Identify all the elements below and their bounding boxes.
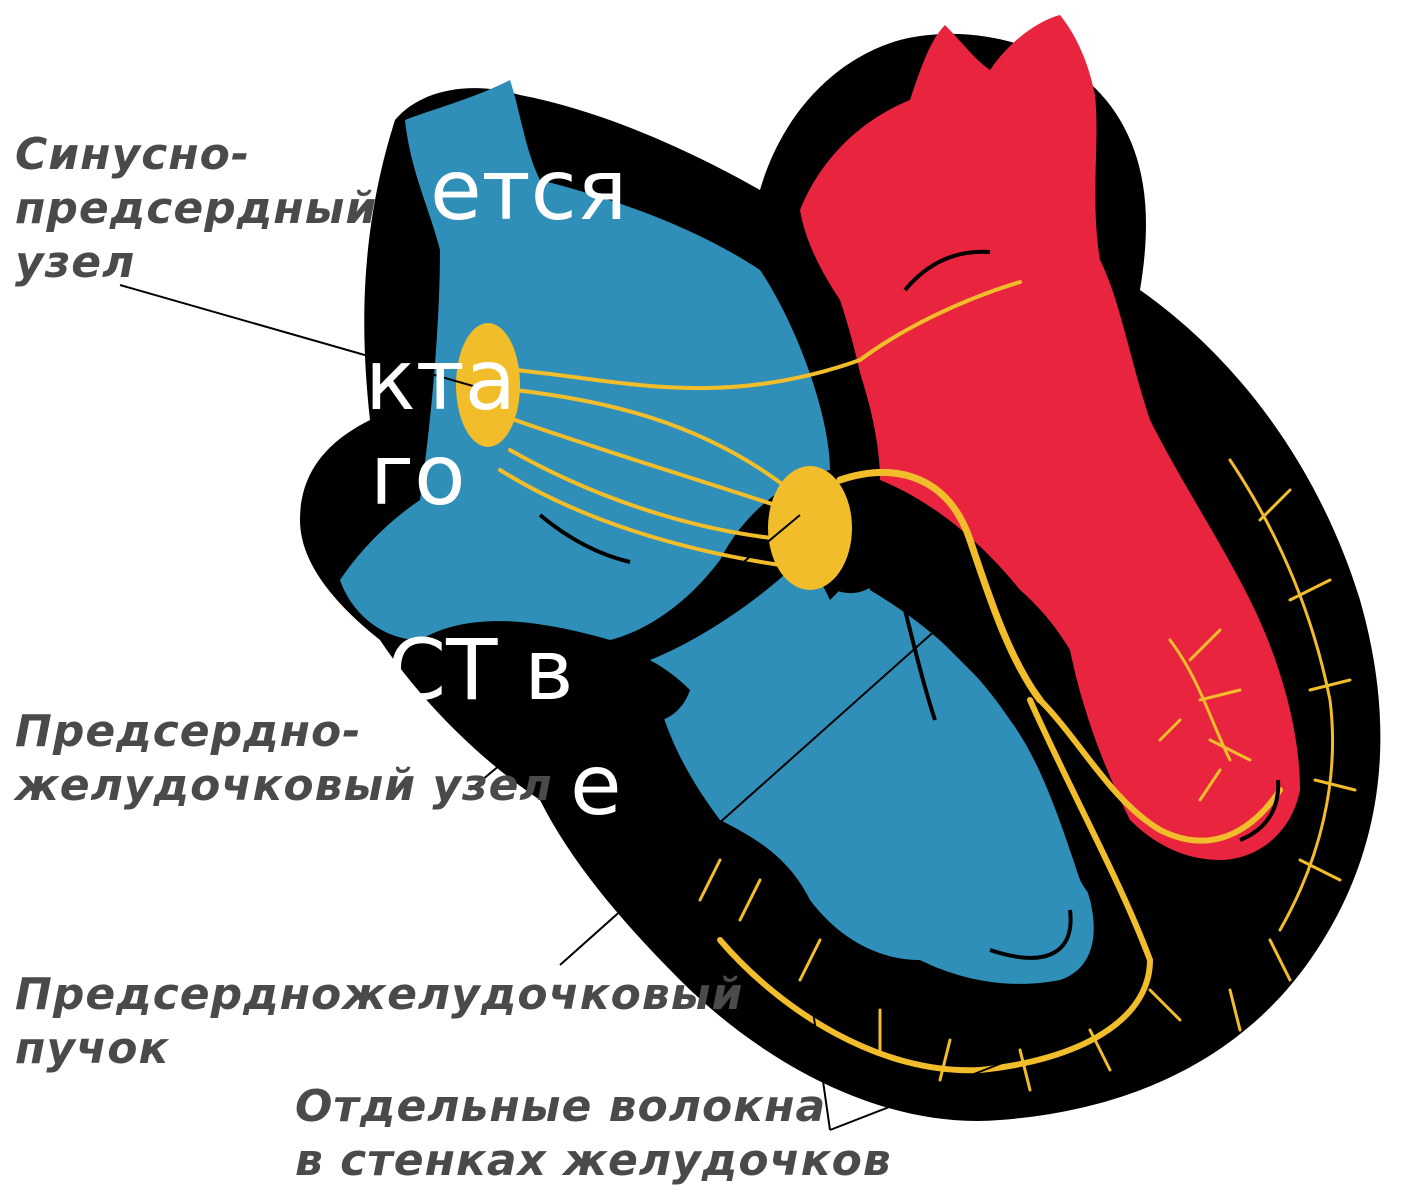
label-sinoatrial-line3: узел xyxy=(15,236,377,290)
overlay-fragment-4: АСТ в xyxy=(330,615,574,725)
label-av-bundle-line2: пучок xyxy=(15,1022,743,1076)
label-av-node-line2: желудочковый узел xyxy=(15,759,553,813)
label-av-bundle: Предсердножелудочковый пучок xyxy=(15,968,743,1076)
overlay-fragment-2: кта xyxy=(365,325,516,435)
label-fibers-line1: Отдельные волокна xyxy=(295,1080,892,1134)
label-sinoatrial-line2: предсердный xyxy=(15,182,377,236)
label-sinoatrial-node: Синусно- предсердный узел xyxy=(15,128,377,290)
atrioventricular-node xyxy=(768,466,852,590)
label-fibers-line2: в стенках желудочков xyxy=(295,1134,892,1188)
overlay-fragment-1: ется xyxy=(430,135,627,245)
overlay-fragment-5: е xyxy=(570,730,622,840)
label-av-bundle-line1: Предсердножелудочковый xyxy=(15,968,743,1022)
overlay-fragment-3: го xyxy=(370,420,466,530)
label-sinoatrial-line1: Синусно- xyxy=(15,128,377,182)
label-ventricular-fibers: Отдельные волокна в стенках желудочков xyxy=(295,1080,892,1188)
